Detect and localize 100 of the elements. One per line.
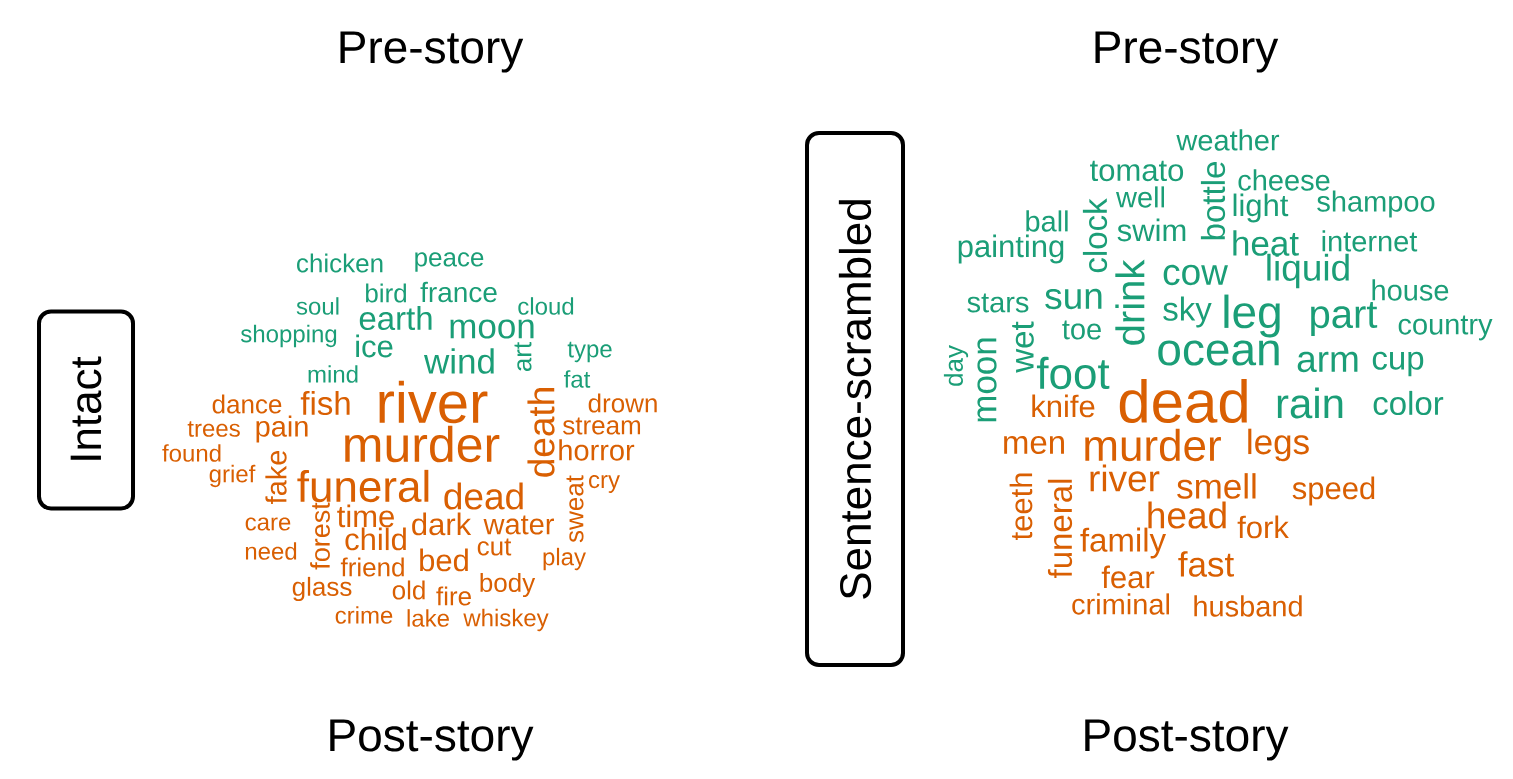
- cloud-word: weather: [1176, 129, 1280, 151]
- cloud-word: teeth: [1009, 473, 1033, 540]
- cloud-word: tomato: [1090, 160, 1184, 182]
- panel-heading: Pre-story: [1095, 31, 1279, 73]
- cloud-word: country: [1398, 315, 1493, 341]
- cloud-word: rain: [1277, 387, 1343, 419]
- cloud-word: speed: [1292, 476, 1375, 506]
- cloud-word: grief: [209, 464, 256, 488]
- cloud-word: family: [1080, 527, 1166, 559]
- cloud-word: bed: [420, 548, 468, 572]
- cloud-word: peace: [415, 252, 484, 272]
- panel-heading: Post-story: [330, 719, 534, 761]
- cloud-word: cheese: [1238, 169, 1330, 191]
- cloud-word: shopping: [241, 324, 337, 348]
- cloud-word: legs: [1248, 428, 1309, 462]
- cloud-word: cow: [1163, 264, 1228, 286]
- cloud-word: painting: [958, 234, 1064, 264]
- cloud-word: foot: [1036, 356, 1110, 390]
- cloud-word: clock: [1082, 198, 1108, 273]
- cloud-word: light: [1233, 193, 1289, 223]
- cloud-word: fake: [265, 450, 287, 504]
- cloud-word: wind: [423, 348, 494, 374]
- cloud-word: play: [543, 547, 586, 571]
- cloud-word: funeral: [297, 469, 429, 503]
- cloud-word: chicken: [297, 253, 383, 273]
- cloud-word: france: [420, 281, 497, 303]
- panel-heading: Post-story: [1085, 719, 1289, 761]
- cloud-word: moon: [977, 338, 997, 422]
- cloud-word: men: [1004, 435, 1064, 455]
- panel-heading: Pre-story: [340, 31, 524, 73]
- cloud-word: head: [1148, 501, 1226, 529]
- cloud-word: house: [1372, 279, 1449, 301]
- cloud-word: cup: [1372, 351, 1424, 377]
- cloud-word: drown: [588, 393, 657, 413]
- cloud-word: sweat: [566, 475, 584, 543]
- cloud-word: fast: [1178, 551, 1234, 577]
- cloud-word: murder: [345, 425, 500, 463]
- cloud-word: fat: [564, 370, 591, 388]
- cloud-word: sky: [1163, 296, 1212, 328]
- cloud-word: earth: [359, 305, 432, 331]
- cloud-word: well: [1116, 186, 1165, 208]
- cloud-word: cut: [477, 538, 512, 556]
- cloud-word: river: [1090, 464, 1160, 492]
- cloud-word: bird: [366, 283, 406, 303]
- cloud-word: sun: [1045, 288, 1102, 310]
- cloud-word: ball: [1026, 210, 1068, 232]
- cloud-word: dead: [1119, 378, 1247, 423]
- cloud-word: cry: [589, 475, 620, 493]
- cloud-word: need: [245, 542, 297, 560]
- cloud-word: care: [245, 517, 291, 531]
- cloud-word: forest: [310, 502, 330, 570]
- cloud-word: bottle: [1200, 162, 1226, 240]
- cloud-word: river: [379, 380, 488, 424]
- cloud-word: shampoo: [1317, 190, 1435, 218]
- cloud-word: whiskey: [463, 608, 549, 632]
- label-box: Sentence-scrambled: [805, 131, 905, 667]
- cloud-word: color: [1373, 390, 1444, 416]
- cloud-word: murder: [1085, 428, 1221, 462]
- cloud-word: glass: [292, 576, 352, 602]
- cloud-word: time: [337, 504, 394, 528]
- cloud-word: wet: [1012, 321, 1034, 373]
- cloud-word: day: [943, 345, 969, 386]
- cloud-word: fear: [1101, 565, 1155, 589]
- cloud-word: fire: [436, 586, 471, 606]
- cloud-word: fish: [300, 390, 350, 416]
- cloud-word: mind: [308, 365, 358, 383]
- cloud-word: child: [345, 527, 406, 551]
- cloud-word: swim: [1117, 218, 1186, 242]
- cloud-word: funeral: [1047, 479, 1073, 578]
- cloud-word: ice: [356, 334, 393, 358]
- cloud-word: internet: [1322, 230, 1418, 252]
- cloud-word: dark: [412, 512, 472, 536]
- cloud-word: horror: [559, 439, 635, 461]
- cloud-word: stream: [563, 417, 641, 435]
- cloud-word: arm: [1297, 351, 1358, 373]
- cloud-word: moon: [450, 319, 534, 339]
- cloud-word: trees: [187, 421, 240, 437]
- cloud-word: fork: [1237, 515, 1289, 539]
- cloud-word: type: [567, 341, 612, 363]
- cloud-word: death: [527, 388, 555, 477]
- cloud-word: dance: [212, 394, 282, 414]
- cloud-word: dead: [444, 482, 523, 510]
- label-box: Intact: [37, 309, 135, 511]
- cloud-word: found: [162, 444, 221, 462]
- cloud-word: body: [480, 572, 536, 598]
- cloud-word: husband: [1194, 595, 1302, 617]
- cloud-word: old: [392, 580, 425, 600]
- cloud-word: art: [514, 342, 532, 372]
- cloud-word: drink: [1115, 259, 1145, 345]
- cloud-word: knife: [1032, 394, 1095, 418]
- cloud-word: toe: [1062, 320, 1101, 340]
- cloud-word: leg: [1224, 294, 1280, 338]
- cloud-word: soul: [296, 297, 339, 315]
- cloud-word: ocean: [1158, 340, 1279, 366]
- cloud-word: criminal: [1072, 593, 1169, 615]
- cloud-word: friend: [340, 557, 404, 577]
- cloud-word: stars: [967, 293, 1029, 313]
- cloud-word: smell: [1177, 473, 1256, 499]
- cloud-word: water: [483, 515, 554, 535]
- cloud-word: crime: [335, 606, 393, 624]
